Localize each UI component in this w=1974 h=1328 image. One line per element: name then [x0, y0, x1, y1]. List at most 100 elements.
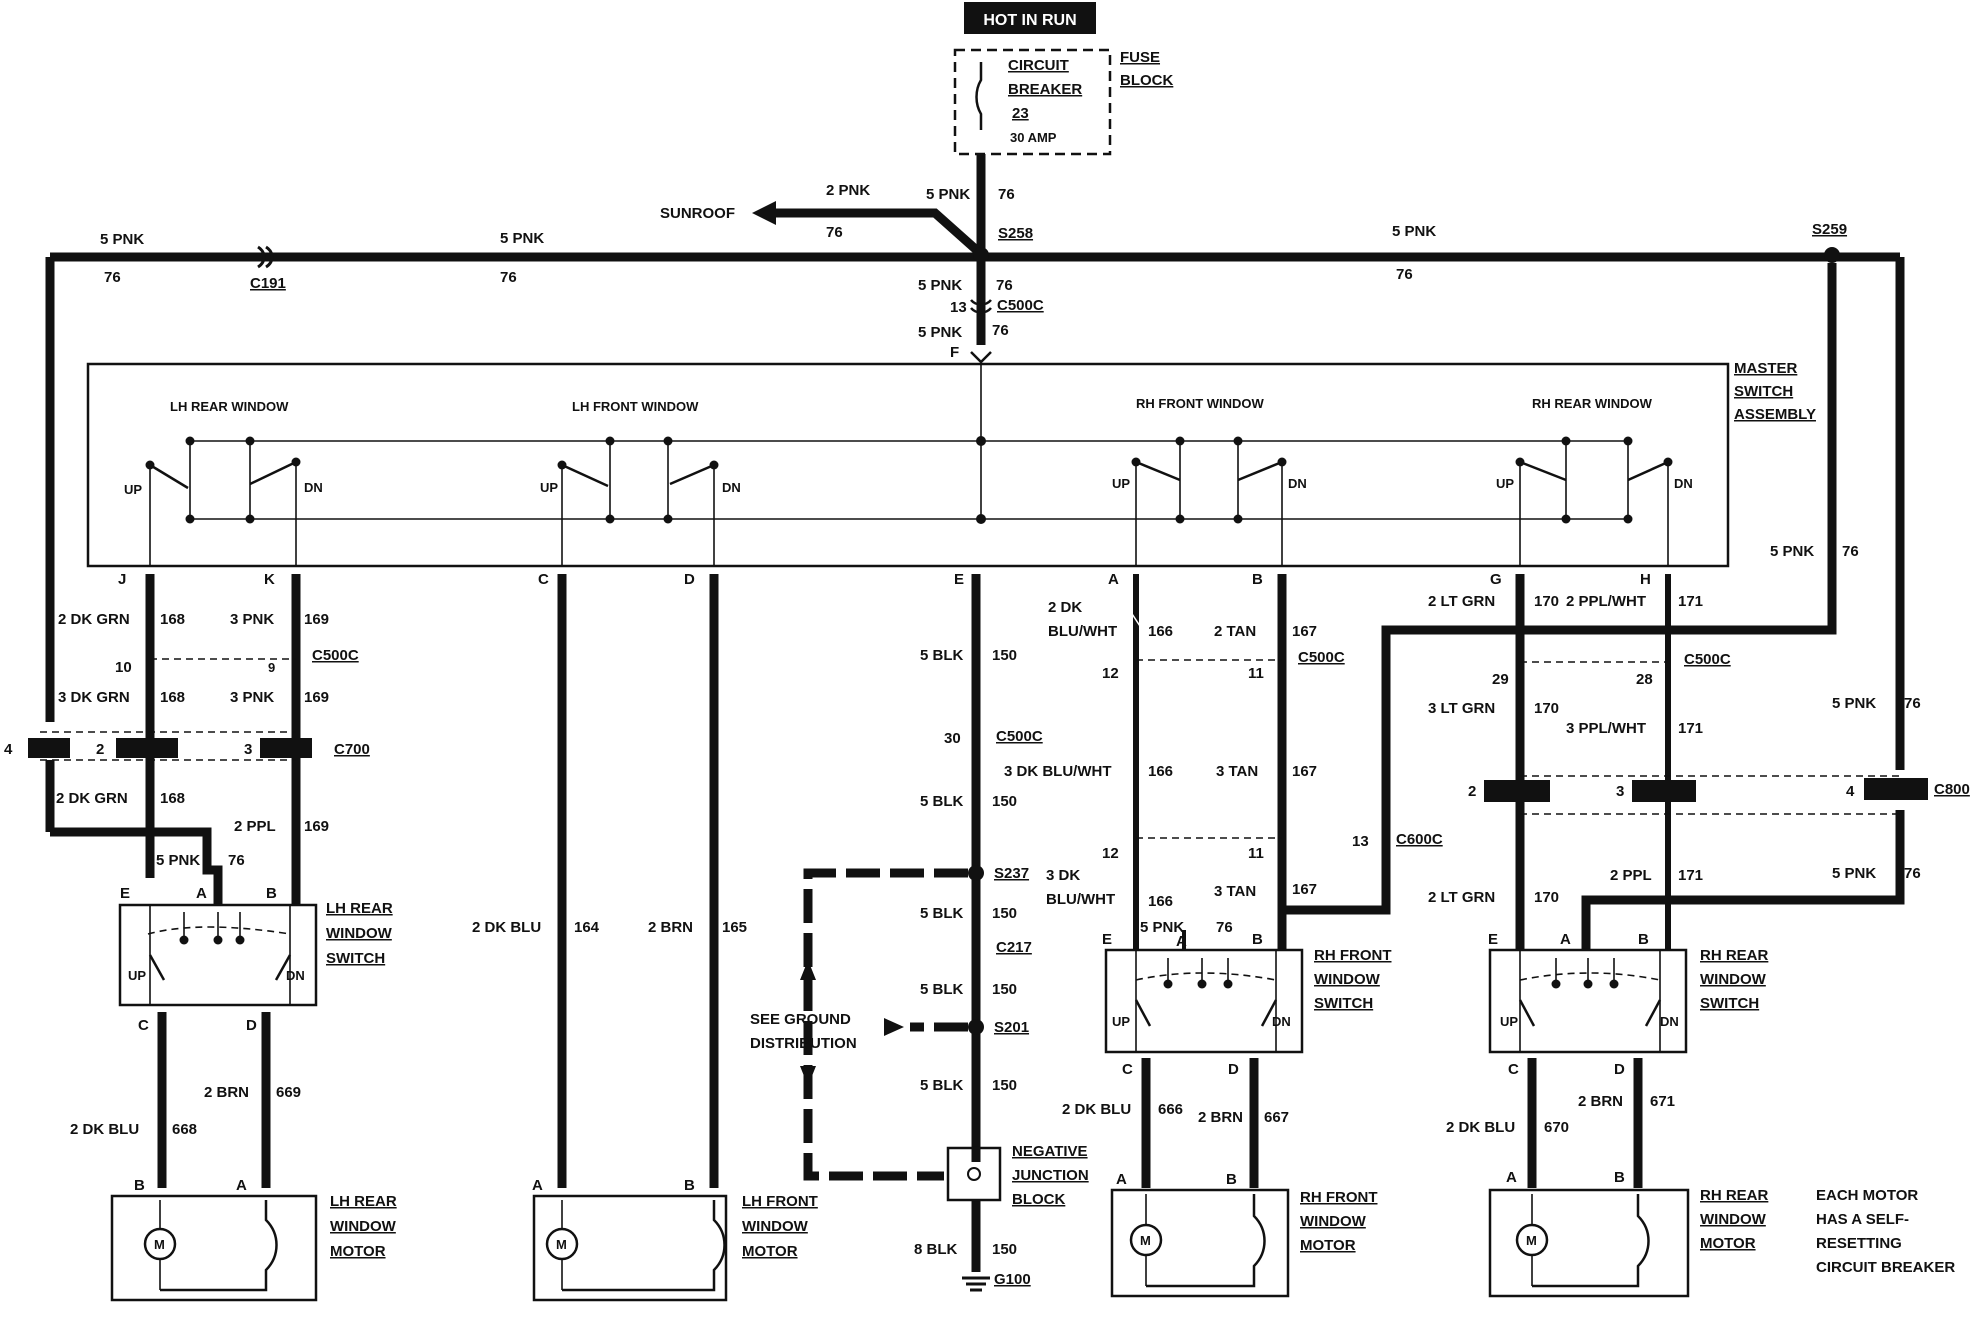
s258-label: S258: [998, 225, 1033, 242]
circuit-label: 167: [1292, 881, 1317, 898]
motor-symbol: M: [154, 1237, 165, 1252]
see-ground-label-2: DISTRIBUTION: [750, 1035, 857, 1052]
pin-label: C: [138, 1017, 149, 1034]
circuit-label: 166: [1148, 623, 1173, 640]
lh-rear-motor: [110, 1194, 318, 1302]
circuit-label: 76: [1216, 919, 1233, 936]
rh-front-switch-label-3: SWITCH: [1314, 995, 1373, 1012]
master-title-2: SWITCH: [1734, 383, 1793, 400]
lh-rear-switch-label-3: SWITCH: [326, 950, 385, 967]
wire-label: 3 PNK: [230, 689, 274, 706]
wire-label: 3 DK BLU/WHT: [1004, 763, 1112, 780]
circuit-label: 76: [500, 269, 517, 286]
pin-label: 13: [1352, 833, 1369, 850]
dn-label: DN: [286, 968, 305, 983]
pin-label: B: [1252, 931, 1263, 948]
circuit-label: 76: [104, 269, 121, 286]
pin-label: D: [1614, 1061, 1625, 1078]
pin-label: 28: [1636, 671, 1653, 688]
pin-h: H: [1640, 571, 1651, 588]
pin-label: E: [1488, 931, 1498, 948]
dn-label: DN: [1674, 476, 1693, 491]
pin-label: C: [1122, 1061, 1133, 1078]
hot-in-run-header: HOT IN RUN: [964, 2, 1096, 34]
pin-label: A: [196, 885, 207, 902]
main-feed: 5 PNK 76 SUNROOF 2 PNK 76 S258 S259 5 PN…: [45, 154, 1905, 770]
s237-label: S237: [994, 865, 1029, 882]
wire-label: 2 DK BLU: [1446, 1119, 1515, 1136]
circuit-label: 670: [1544, 1119, 1569, 1136]
circuit-label: 168: [160, 611, 185, 628]
circuit-label: 666: [1158, 1101, 1183, 1118]
c800-label: C800: [1934, 781, 1970, 798]
wire-label: 2 LT GRN: [1428, 889, 1495, 906]
note-line-4: CIRCUIT BREAKER: [1816, 1259, 1955, 1276]
pin-label: 11: [1248, 665, 1264, 682]
note-line-1: EACH MOTOR: [1816, 1187, 1918, 1204]
master-switch-rh-front: UP DN: [1112, 436, 1307, 565]
negative-junction-label-3: BLOCK: [1012, 1191, 1065, 1208]
wire-label: 2 BRN: [1198, 1109, 1243, 1126]
negative-junction-block: [946, 1146, 1002, 1202]
pin-label: B: [1638, 931, 1649, 948]
pin-label: 12: [1102, 845, 1119, 862]
circuit-label: 150: [992, 647, 1017, 664]
dn-label: DN: [722, 480, 741, 495]
wire-label: 5 BLK: [920, 905, 964, 922]
circuit-label: 76: [1904, 865, 1921, 882]
circuit-label: 167: [1292, 623, 1317, 640]
motor-symbol: M: [556, 1237, 567, 1252]
wire-label: 2 TAN: [1214, 623, 1256, 640]
circuit-label: 668: [172, 1121, 197, 1138]
wire-label: 3 LT GRN: [1428, 700, 1495, 717]
circuit-label: 671: [1650, 1093, 1675, 1110]
rh-rear-switch-label-1: RH REAR: [1700, 947, 1769, 964]
pin-label: 2: [1468, 783, 1476, 800]
circuit-breaker-amp: 30 AMP: [1010, 130, 1057, 145]
circuit-label: 76: [998, 186, 1015, 203]
c500c-label: C500C: [1298, 649, 1345, 666]
pin-label: A: [1176, 933, 1187, 950]
pin-label: B: [684, 1177, 695, 1194]
rh-front-window-label: RH FRONT WINDOW: [1136, 396, 1265, 411]
pin-c: C: [538, 571, 549, 588]
wire-label: 5 PNK: [156, 852, 200, 869]
circuit-label: 169: [304, 611, 329, 628]
wire-label: 2 BRN: [648, 919, 693, 936]
master-title-1: MASTER: [1734, 360, 1798, 377]
fuse-block-label-1: FUSE: [1120, 49, 1160, 66]
pin-label: F: [950, 344, 959, 361]
wire-label: 3 DK: [1046, 867, 1080, 884]
wire-label: 3 PPL/WHT: [1566, 720, 1646, 737]
circuit-label: 168: [160, 689, 185, 706]
up-label: UP: [128, 968, 146, 983]
pin-label: 30: [944, 730, 961, 747]
rh-front-switch-label-1: RH FRONT: [1314, 947, 1392, 964]
rh-rear-switch-label-2: WINDOW: [1700, 971, 1767, 988]
wire-label: 2 DK BLU: [1062, 1101, 1131, 1118]
wire-label: 5 PNK: [918, 277, 962, 294]
wire-label: 5 BLK: [920, 1077, 964, 1094]
circuit-label: 169: [304, 689, 329, 706]
lh-rear-circuit: 2 DK GRN 168 3 PNK 169 10 9 C500C 3 DK G…: [4, 574, 397, 1302]
rh-rear-motor-label-1: RH REAR: [1700, 1187, 1769, 1204]
wire-label: 5 BLK: [920, 793, 964, 810]
pin-label: 3: [1616, 783, 1624, 800]
pin-j: J: [118, 571, 126, 588]
lh-front-circuit: 2 DK BLU 164 2 BRN 165 A B M LH FRONT WI…: [472, 574, 818, 1302]
wire-label: 2 DK BLU: [70, 1121, 139, 1138]
c217-label: C217: [996, 939, 1032, 956]
circuit-label: 168: [160, 790, 185, 807]
up-label: UP: [540, 480, 558, 495]
splice-s201: [968, 1019, 984, 1035]
see-ground-label-1: SEE GROUND: [750, 1011, 851, 1028]
wire-label: 3 TAN: [1216, 763, 1258, 780]
pin-label: 9: [268, 660, 275, 675]
pin-label: B: [134, 1177, 145, 1194]
rh-rear-switch: [1488, 948, 1688, 1054]
c600c-label: C600C: [1396, 831, 1443, 848]
pin-label: B: [1614, 1169, 1625, 1186]
pin-label: A: [1506, 1169, 1517, 1186]
rh-rear-switch-label-3: SWITCH: [1700, 995, 1759, 1012]
